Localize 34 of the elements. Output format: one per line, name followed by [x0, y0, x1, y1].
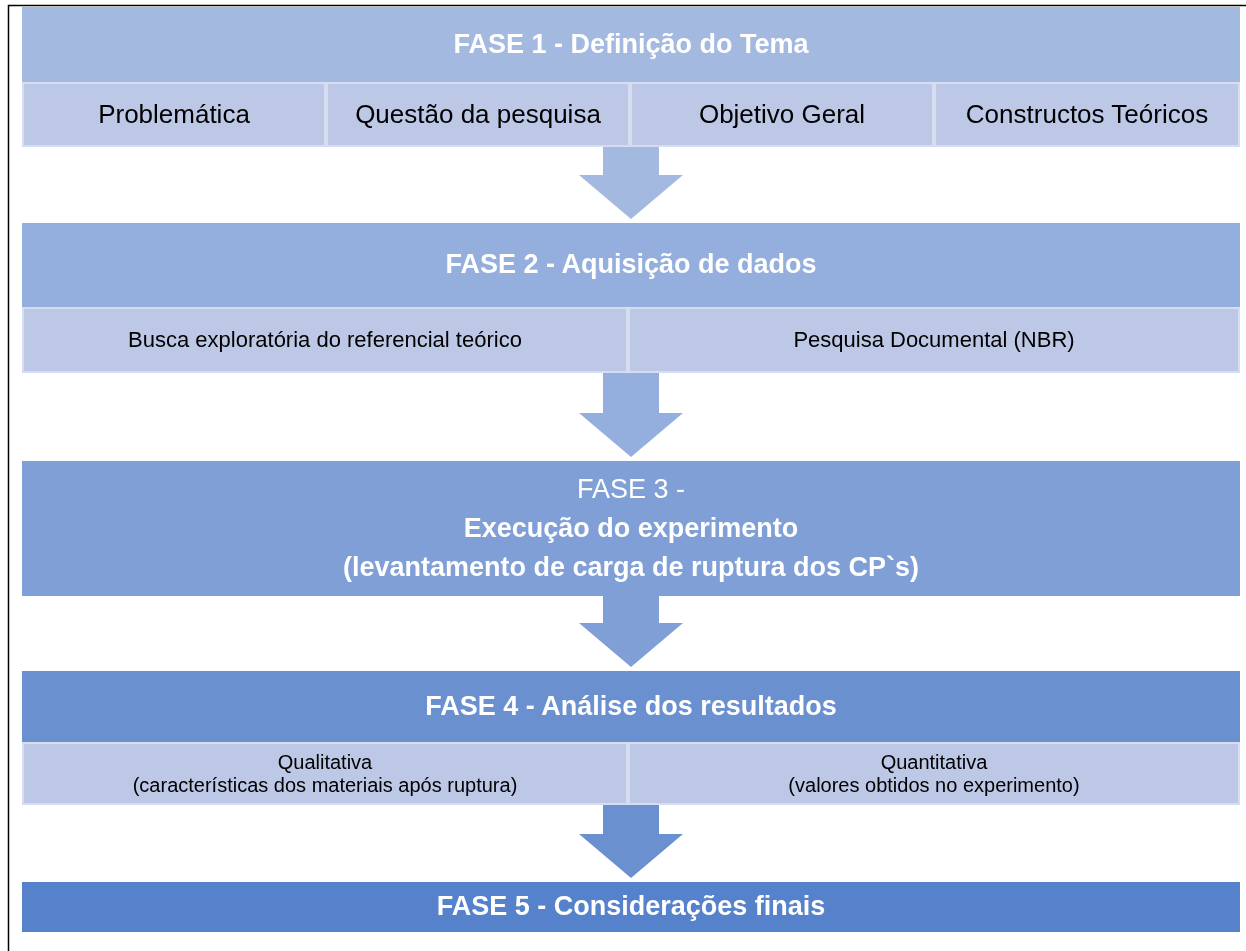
cell-text: Busca exploratória do referencial teórico [128, 327, 522, 353]
phase-title: FASE 3 - [576, 472, 685, 506]
phase-panel [22, 223, 1240, 373]
phase-title: FASE 1 - Definição do Tema [453, 28, 809, 60]
cell-text: Objetivo Geral [698, 99, 866, 130]
phase-title: FASE 2 - Aquisição de dados [445, 249, 817, 281]
category-cell [628, 742, 1240, 805]
cell-text: Qualitativa [277, 750, 373, 774]
category-cell [934, 82, 1240, 147]
cell-text: (características dos materiais após ruptura) [132, 773, 518, 797]
cell-text: Questão da pesquisa [355, 99, 601, 130]
block-arrow [579, 596, 683, 667]
phase-banner [22, 461, 1240, 596]
cell-text: Pesquisa Documental (NBR) [793, 327, 1075, 353]
category-cell [22, 82, 326, 147]
phase-banner [22, 882, 1240, 932]
category-cell [630, 82, 934, 147]
block-arrow [579, 147, 683, 219]
block-arrow [579, 373, 683, 457]
cell-text: Problemática [98, 99, 250, 130]
cell-text: Quantitativa [880, 750, 988, 774]
cell-text: Constructos Teóricos [965, 99, 1209, 130]
category-cell [628, 307, 1240, 373]
phase-title: (levantamento de carga de ruptura dos CP`s) [342, 551, 920, 585]
phase-panel [22, 671, 1240, 805]
category-cell [22, 307, 628, 373]
phase-title: Execução do experimento [463, 511, 799, 545]
category-cell [326, 82, 630, 147]
phase-title: FASE 4 - Análise dos resultados [425, 690, 837, 722]
phase-title: FASE 5 - Considerações finais [436, 891, 826, 923]
cell-text: (valores obtidos no experimento) [788, 773, 1080, 797]
block-arrow [579, 805, 683, 878]
category-cell [22, 742, 628, 805]
phase-panel [22, 7, 1240, 147]
